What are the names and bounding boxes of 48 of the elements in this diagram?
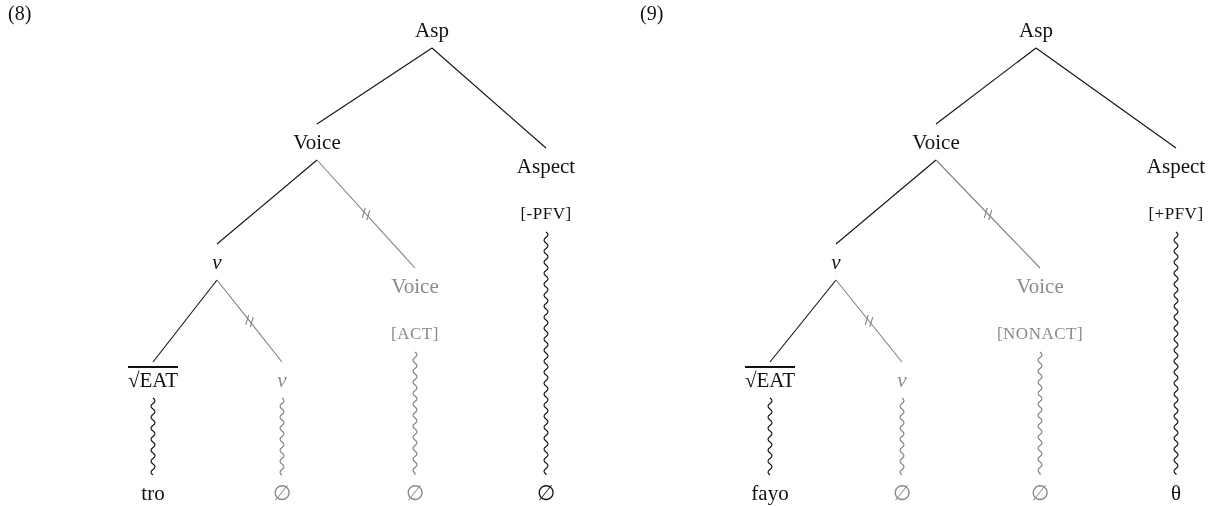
tree-branch	[1035, 47, 1177, 149]
tree-branch	[316, 47, 433, 125]
tree-branch	[935, 159, 1041, 269]
tree-label: v	[831, 250, 841, 274]
wavy-line	[1173, 231, 1179, 476]
feature-label: [-PFV]	[520, 203, 572, 225]
tree-label: Voice	[293, 130, 341, 154]
tree-branch	[935, 47, 1037, 125]
tree-label: v	[212, 250, 222, 274]
tree-branch	[152, 279, 218, 363]
tree-label: Asp	[415, 18, 449, 42]
tree-label: ∅	[273, 481, 291, 505]
wavy-line	[279, 397, 285, 476]
tree-branch	[835, 279, 903, 363]
root-label: √EAT	[745, 368, 795, 392]
root-label: √EAT	[128, 368, 178, 392]
tree-label: Asp	[1019, 18, 1053, 42]
wavy-line	[899, 397, 905, 476]
tree-label: ∅	[406, 481, 424, 505]
tree-branch	[835, 159, 937, 245]
tree-branch	[316, 159, 416, 269]
tree-label: v	[277, 368, 287, 392]
wavy-line	[767, 397, 773, 476]
wavy-line	[150, 397, 156, 476]
tree-label: Voice	[1016, 274, 1064, 298]
wavy-line	[543, 231, 549, 476]
tree-label: Voice	[912, 130, 960, 154]
tree-branch	[769, 279, 837, 363]
tree-branch	[216, 159, 318, 245]
tree-branch	[216, 279, 283, 363]
example-number: (8)	[8, 2, 32, 25]
tree-label: Aspect	[1146, 154, 1206, 178]
tree-label: θ	[1170, 481, 1182, 505]
tree-label: ∅	[893, 481, 911, 505]
wavy-line	[412, 351, 418, 476]
tree-label: Voice	[391, 274, 439, 298]
tree-label: ∅	[537, 481, 555, 505]
tree-label: tro	[141, 481, 165, 505]
wavy-line	[1037, 351, 1043, 476]
feature-label: [+PFV]	[1148, 203, 1204, 225]
tree-label: fayo	[751, 481, 789, 505]
feature-label: [ACT]	[391, 323, 439, 345]
tree-label: Aspect	[516, 154, 576, 178]
feature-label: [NONACT]	[996, 323, 1084, 345]
tree-label: ∅	[1031, 481, 1049, 505]
example-number: (9)	[640, 2, 664, 25]
tree-branch	[431, 47, 547, 149]
tree-label: v	[897, 368, 907, 392]
